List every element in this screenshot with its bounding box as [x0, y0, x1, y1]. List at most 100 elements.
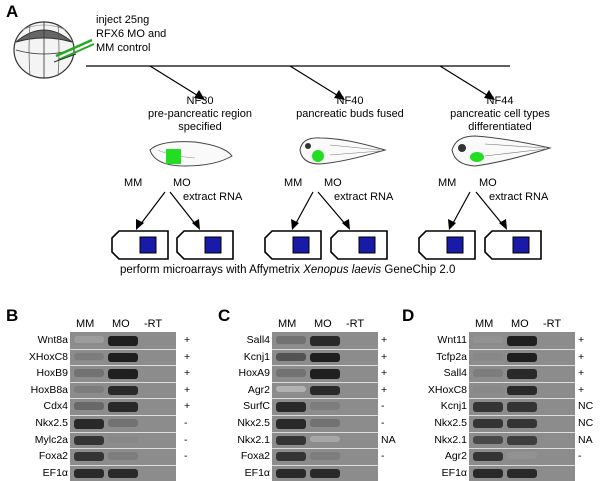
stage3-mm-label: MM: [438, 177, 457, 189]
gel-row-gene-label: Foxa2: [240, 450, 270, 463]
gel-band-mm: [74, 336, 104, 343]
nf30-embryo-icon: [149, 141, 233, 167]
gel-band-mo: [507, 369, 537, 379]
gel-row-result: -: [184, 433, 188, 446]
gel-row-gene-label: Mylc2a: [34, 433, 68, 446]
injection-text-line1: inject 25ng: [96, 14, 150, 26]
gel-band-mm: [74, 402, 104, 411]
nf40-tadpole-icon: [299, 137, 387, 165]
gel-band-mm: [473, 468, 503, 479]
gel-band-mo: [310, 352, 340, 363]
stage-nf40-title: NF40 pancreatic buds fused: [296, 95, 404, 120]
gel-row-result: -: [381, 400, 385, 413]
gel-row-divider: [469, 348, 575, 350]
gel-d-header-mo: MO: [511, 318, 529, 330]
gel-row-result: +: [184, 400, 191, 413]
gel-row-divider: [469, 431, 575, 433]
genechip-nf44-mm-icon: [418, 230, 476, 260]
gel-row-gene-label: Nkx2.5: [237, 417, 270, 429]
gel-row-divider: [70, 464, 176, 466]
gel-row-divider: [469, 365, 575, 367]
panel-label-c: C: [218, 306, 231, 325]
gel-band-mo: [108, 452, 138, 460]
gel-band-mm: [276, 385, 306, 393]
gel-row-gene-label: Agr2: [444, 450, 467, 463]
gel-band-mm: [473, 352, 503, 360]
gel-c-header-rt: -RT: [346, 318, 365, 330]
gel-row-divider: [70, 415, 176, 416]
gel-row-gene-label: Sall4: [246, 334, 270, 346]
gel-row-result: -: [578, 450, 582, 463]
gel-band-mo: [310, 369, 340, 379]
gel-band-mm: [473, 336, 503, 343]
stage2-extract-label: extract RNA: [334, 191, 394, 203]
gel-band-mm: [473, 435, 503, 445]
genechip-nf30-mo-icon: [176, 230, 234, 260]
gel-row-gene-label: Foxa2: [38, 450, 68, 463]
gel-band-mo: [310, 452, 340, 460]
gel-band-mm: [276, 468, 306, 479]
gel-band-mm: [473, 385, 503, 394]
gel-band-mm: [276, 352, 306, 362]
gel-band-mm: [276, 419, 306, 429]
gel-band-mo: [108, 352, 138, 363]
genechip-nf40-mm-icon: [264, 230, 322, 260]
gel-row-result: +: [184, 383, 191, 396]
gel-band-mm: [74, 369, 104, 377]
gel-c-header-mo: MO: [314, 318, 332, 330]
gel-band-mo: [507, 385, 537, 396]
stage1-mm-label: MM: [124, 177, 143, 189]
gel-band-mo: [310, 336, 340, 346]
gel-row-result: +: [381, 334, 388, 346]
nf44-tadpole-icon: [451, 135, 552, 167]
gel-b-header-mm: MM: [76, 318, 95, 330]
genechip-nf44-mo-icon: [484, 230, 542, 260]
microarray-caption: perform microarrays with Affymetrix Xeno…: [120, 264, 456, 276]
gel-row-divider: [272, 464, 378, 466]
gel-row-divider: [70, 448, 176, 450]
gel-row-divider: [272, 381, 378, 383]
cleavage-embryo-icon: [13, 21, 75, 79]
gel-band-mm: [74, 385, 104, 394]
gel-row-gene-label: Nkx2.1: [434, 433, 467, 446]
gel-row-gene-label: Nkx2.5: [35, 417, 68, 429]
gel-row-result: -: [381, 450, 385, 463]
gel-band-mm: [74, 352, 104, 361]
gel-band-mo: [108, 419, 138, 427]
gel-row-gene-label: Wnt11: [437, 334, 467, 346]
gel-band-mm: [276, 435, 306, 445]
genechip-nf40-mo-icon: [330, 230, 388, 260]
gel-band-mm: [276, 369, 306, 377]
gel-row-result: +: [578, 350, 585, 363]
gel-band-mm: [473, 369, 503, 377]
gel-band-mm: [276, 402, 306, 412]
stage2-mm-label: MM: [284, 177, 303, 189]
gel-c-header-mm: MM: [278, 318, 297, 330]
gel-band-mo: [310, 402, 340, 410]
gel-band-mm: [276, 452, 306, 462]
gel-band-mm: [74, 452, 104, 462]
gel-row-result: NC: [578, 400, 594, 413]
gel-row-divider: [70, 398, 176, 400]
gel-row-result: +: [381, 383, 388, 396]
gel-row-divider: [469, 464, 575, 466]
gel-row-gene-label: Kcnj1: [243, 350, 270, 363]
gel-row-divider: [469, 415, 575, 416]
gel-row-gene-label: Wnt8a: [37, 334, 68, 346]
gel-band-mo: [310, 435, 340, 443]
gel-band-mo: [108, 369, 138, 379]
gel-row-result: +: [578, 367, 585, 380]
gel-row-gene-label: EF1α: [244, 466, 270, 479]
gel-row-result: -: [381, 417, 385, 429]
gel-row-result: -: [184, 450, 188, 463]
gel-row-gene-label: Tcfp2a: [436, 350, 467, 363]
gel-band-mo: [507, 419, 537, 429]
gel-row-gene-label: EF1α: [441, 466, 467, 479]
panel-label-d: D: [402, 306, 415, 325]
gel-band-mo: [507, 336, 537, 346]
gel-row-gene-label: HoxB9: [36, 367, 68, 380]
gel-band-mo: [310, 419, 340, 427]
gel-b-header-mo: MO: [112, 318, 130, 330]
stage1-extract-label: extract RNA: [183, 191, 243, 203]
